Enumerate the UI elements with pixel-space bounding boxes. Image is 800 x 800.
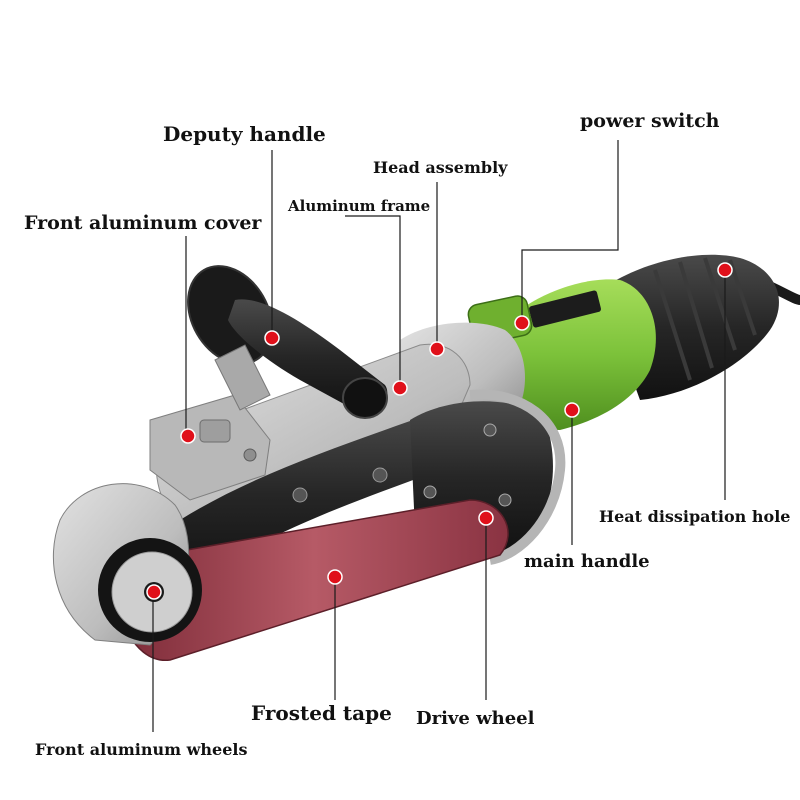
marker-aluminum-frame (392, 380, 408, 396)
tension-knob[interactable] (199, 419, 231, 443)
marker-deputy-handle (264, 330, 280, 346)
deputy-handle-grip[interactable] (228, 299, 388, 413)
marker-frosted-tape (327, 569, 343, 585)
marker-head-assembly (429, 341, 445, 357)
drive-wheel-screw-2 (423, 485, 437, 499)
marker-front-aluminum-cover (180, 428, 196, 444)
belt-arm-plate (169, 407, 474, 582)
label-power-switch: power switch (580, 110, 720, 132)
marker-drive-wheel (478, 510, 494, 526)
marker-power-switch (514, 315, 530, 331)
deputy-handle-end (342, 377, 388, 419)
leader-power-switch (521, 140, 619, 323)
label-front-aluminum-cover: Front aluminum cover (24, 212, 262, 234)
label-head-assembly: Head assembly (373, 158, 508, 177)
marker-main-handle (564, 402, 580, 418)
grip-ridges (653, 257, 757, 381)
drive-housing-rim (469, 389, 566, 565)
drive-wheel-screw-3 (498, 493, 512, 507)
rating-label (529, 290, 601, 328)
plate-screw-2 (372, 467, 388, 483)
drive-wheel-screw-1 (483, 423, 497, 437)
plate-screw-1 (292, 487, 308, 503)
label-drive-wheel: Drive wheel (416, 708, 535, 729)
deputy-handle-mount (214, 344, 271, 411)
label-frosted-tape: Frosted tape (251, 701, 392, 725)
label-front-aluminum-wheels: Front aluminum wheels (35, 740, 247, 759)
frame-bolt (243, 448, 257, 462)
label-deputy-handle: Deputy handle (163, 122, 326, 146)
label-aluminum-frame: Aluminum frame (287, 197, 430, 215)
label-heat-dissipation-hole: Heat dissipation hole (599, 507, 790, 526)
label-main-handle: main handle (524, 551, 650, 572)
leader-aluminum-frame (345, 215, 401, 385)
marker-front-aluminum-wheels (146, 584, 162, 600)
marker-heat-dissipation-hole (717, 262, 733, 278)
